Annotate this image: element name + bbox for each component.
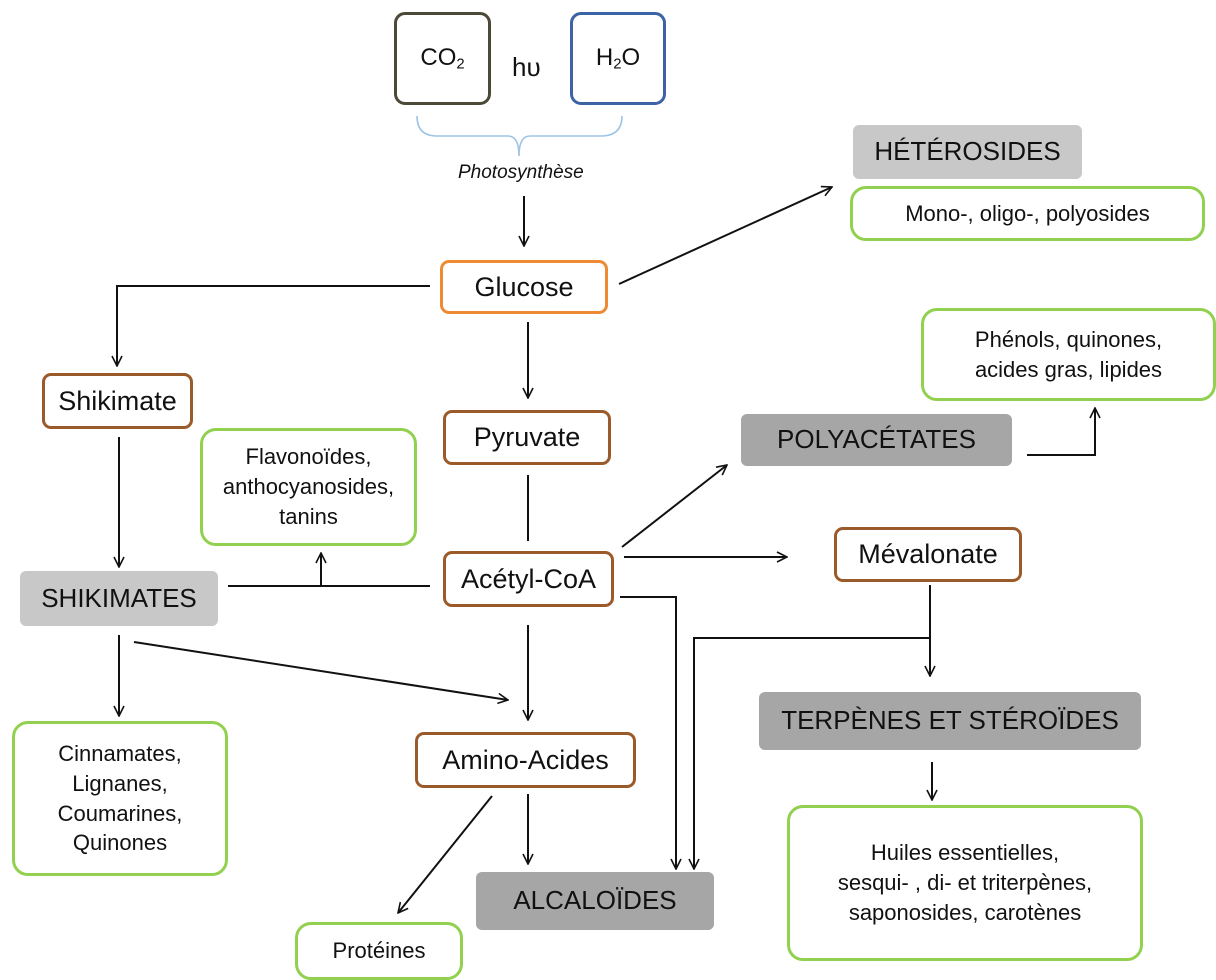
heterosides-products-box: Mono-, oligo-, polyosides [850,186,1205,241]
arrow-acetylcoa-alcaloides [620,596,676,869]
co2-label: CO2 [420,44,465,73]
h2o-box: H2O [570,12,666,105]
polyacetates-products-box: Phénols, quinones, acides gras, lipides [921,308,1216,401]
shikimates-lower-products-box: Cinnamates, Lignanes, Coumarines, Quinon… [12,721,228,876]
polyacetates-class: POLYACÉTATES [741,414,1012,466]
arrow-mevalonate-alcaloides [694,637,930,869]
arrow-glucose-heterosides [618,187,832,285]
mevalonate-node: Mévalonate [834,527,1022,582]
amino-acides-node: Amino-Acides [415,732,636,788]
arrow-glucose-shikimate [117,285,430,366]
shikimates-class: SHIKIMATES [20,571,218,626]
arrow-polyacetates-products [1027,408,1095,456]
glucose-node: Glucose [440,260,608,314]
photosynthesis-brace [416,115,623,157]
shikimates-upper-products-box: Flavonoïdes, anthocyanosides, tanins [200,428,417,546]
alcaloides-class: ALCALOÏDES [476,872,714,930]
pyruvate-node: Pyruvate [443,410,611,465]
light-energy-label: hυ [512,52,541,82]
terpenes-steroides-class: TERPÈNES ET STÉROÏDES [759,692,1141,750]
photosynthese-label: Photosynthèse [458,162,584,183]
co2-box: CO2 [394,12,491,105]
heterosides-class: HÉTÉROSIDES [853,125,1082,179]
arrow-shikimates-aminoacides [133,641,508,700]
arrow-aminoacides-proteines [398,795,493,913]
terpenes-products-box: Huiles essentielles, sesqui- , di- et tr… [787,805,1143,961]
acetyl-coa-node: Acétyl-CoA [443,551,614,607]
shikimate-node: Shikimate [42,373,193,429]
h2o-label: H2O [595,44,641,73]
proteines-box: Protéines [295,922,463,980]
arrow-acetylcoa-polyacetates [621,465,727,548]
